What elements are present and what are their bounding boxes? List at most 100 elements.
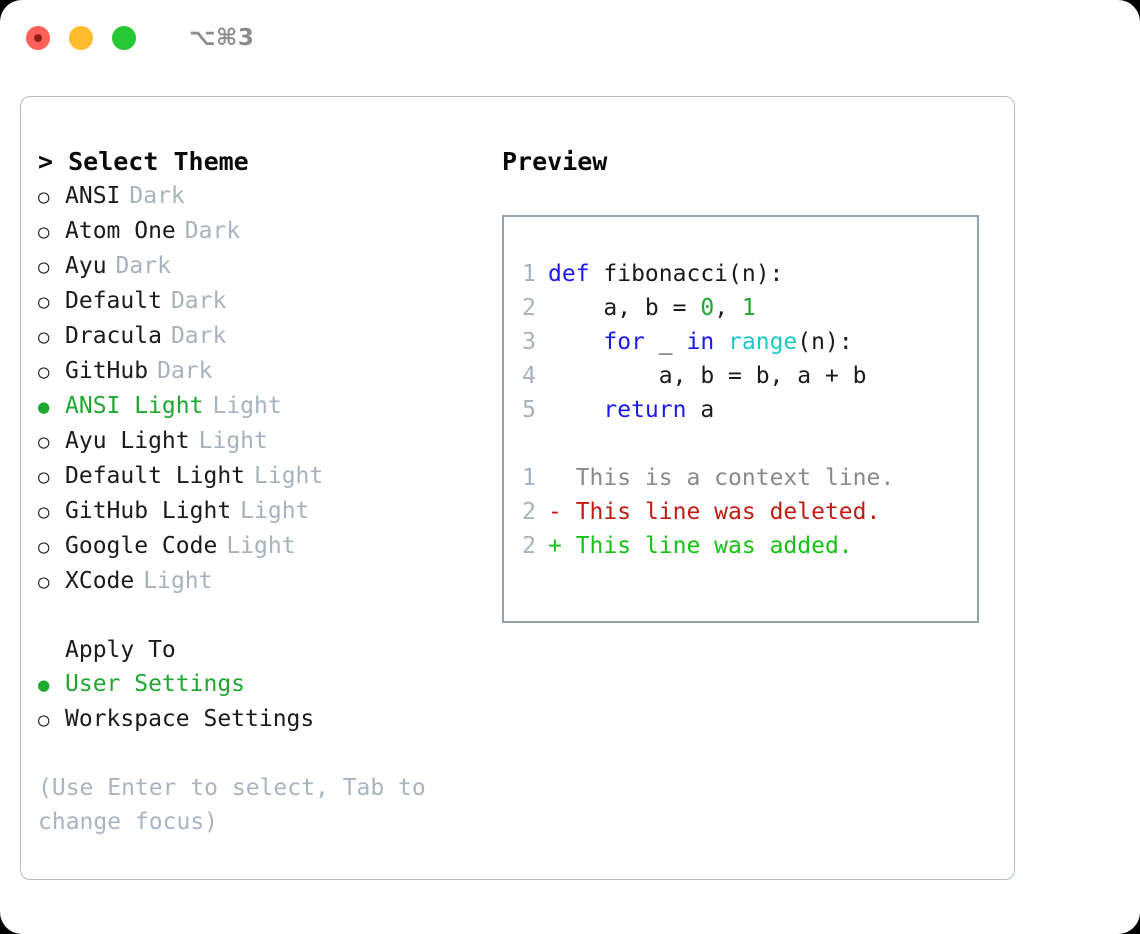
theme-option-label: Atom One	[65, 218, 176, 244]
diff-sample: 1 This is a context line.2- This line wa…	[504, 461, 977, 563]
code-line: 4 a, b = b, a + b	[504, 359, 977, 393]
theme-option-variant-tag: Dark	[170, 323, 227, 349]
line-number: 1	[522, 261, 536, 287]
code-line: 1 def fibonacci(n):	[504, 257, 977, 291]
theme-option-label: Dracula	[65, 323, 162, 349]
theme-option-dracula[interactable]: ○ Dracula Dark	[38, 319, 491, 354]
code-token-plain: a, b =	[548, 295, 701, 321]
theme-option-variant-tag: Dark	[184, 218, 241, 244]
keyboard-shortcut-label: ⌥⌘3	[189, 24, 255, 51]
apply-to-option-label: User Settings	[65, 671, 246, 697]
apply-to-option-label: Workspace Settings	[65, 706, 315, 732]
theme-option-label: ANSI Light	[65, 393, 204, 419]
code-token-kw: return	[603, 397, 687, 423]
diff-line-context: 1 This is a context line.	[504, 461, 977, 495]
radio-selected-icon: ●	[38, 396, 50, 418]
theme-option-ansi[interactable]: ○ ANSI Dark	[38, 179, 491, 214]
theme-option-label: Ayu	[65, 253, 107, 279]
line-number: 1	[522, 465, 536, 491]
theme-option-default-light[interactable]: ○ Default Light Light	[38, 459, 491, 494]
code-token-kw: for	[603, 329, 645, 355]
diff-line-text: This line was deleted.	[561, 499, 881, 525]
minimize-button[interactable]	[69, 26, 93, 50]
diff-line-deleted: 2- This line was deleted.	[504, 495, 977, 529]
spacer	[504, 427, 977, 461]
radio-unselected-icon: ○	[38, 221, 50, 243]
code-line-content: for _ in range(n):	[548, 325, 852, 359]
spacer	[38, 599, 491, 633]
radio-unselected-icon: ○	[38, 291, 50, 313]
theme-option-atom-one[interactable]: ○ Atom One Dark	[38, 214, 491, 249]
radio-unselected-icon: ○	[38, 361, 50, 383]
preview-title: Preview	[502, 147, 608, 176]
title-bar: ⌥⌘3	[0, 0, 1140, 76]
keyboard-hint: (Use Enter to select, Tab to change focu…	[38, 775, 440, 835]
theme-option-variant-tag: Light	[212, 393, 282, 419]
theme-option-variant-tag: Light	[143, 568, 213, 594]
page-title: > Select Theme	[38, 147, 249, 176]
radio-selected-icon: ●	[38, 674, 50, 696]
line-number: 2	[522, 499, 536, 525]
diff-line-text: This is a context line.	[561, 465, 895, 491]
radio-unselected-icon: ○	[38, 256, 50, 278]
theme-option-google-code[interactable]: ○ Google Code Light	[38, 529, 491, 564]
theme-option-label: XCode	[65, 568, 135, 594]
theme-option-default[interactable]: ○ Default Dark	[38, 284, 491, 319]
apply-to-option-user-settings[interactable]: ● User Settings	[38, 667, 491, 702]
theme-option-label: Default	[65, 288, 162, 314]
radio-unselected-icon: ○	[38, 431, 50, 453]
diff-marker	[548, 461, 562, 495]
theme-option-variant-tag: Light	[226, 533, 296, 559]
line-number: 3	[522, 329, 536, 355]
theme-option-xcode[interactable]: ○ XCode Light	[38, 564, 491, 599]
radio-unselected-icon: ○	[38, 709, 50, 731]
theme-option-label: GitHub Light	[65, 498, 232, 524]
code-line-content: a, b = b, a + b	[548, 359, 867, 393]
code-token-fn: range	[728, 329, 798, 355]
theme-option-label: Google Code	[65, 533, 218, 559]
theme-option-label: ANSI	[65, 183, 121, 209]
close-button[interactable]	[26, 26, 50, 50]
line-number: 2	[522, 533, 536, 559]
theme-option-variant-tag: Light	[254, 463, 324, 489]
line-number: 5	[522, 397, 536, 423]
code-token-num: 1	[741, 295, 756, 321]
line-number: 4	[522, 363, 536, 389]
maximize-button[interactable]	[112, 26, 136, 50]
code-token-kw: def	[548, 261, 604, 287]
code-token-plain: fibonacci(n):	[603, 261, 784, 287]
theme-option-label: Default Light	[65, 463, 246, 489]
code-line: 2 a, b = 0, 1	[504, 291, 977, 325]
radio-unselected-icon: ○	[38, 186, 50, 208]
window-controls	[26, 26, 136, 50]
apply-to-list: ● User Settings ○ Workspace Settings	[38, 667, 491, 737]
code-line-content: return a	[548, 393, 714, 427]
code-line: 5 return a	[504, 393, 977, 427]
radio-unselected-icon: ○	[38, 571, 50, 593]
diff-marker: -	[548, 499, 562, 525]
radio-unselected-icon: ○	[38, 466, 50, 488]
apply-to-option-workspace-settings[interactable]: ○ Workspace Settings	[38, 702, 491, 737]
radio-unselected-icon: ○	[38, 536, 50, 558]
code-token-plain	[548, 329, 603, 355]
theme-option-variant-tag: Light	[240, 498, 310, 524]
diff-line-added: 2+ This line was added.	[504, 529, 977, 563]
code-line-content: def fibonacci(n):	[548, 257, 783, 291]
theme-option-ansi-light[interactable]: ● ANSI Light Light	[38, 389, 491, 424]
theme-option-variant-tag: Dark	[157, 358, 213, 384]
theme-option-variant-tag: Light	[198, 428, 268, 454]
theme-option-variant-tag: Dark	[129, 183, 185, 209]
radio-unselected-icon: ○	[38, 326, 50, 348]
line-number: 2	[522, 295, 536, 321]
code-line: 3 for _ in range(n):	[504, 325, 977, 359]
theme-option-variant-tag: Dark	[170, 288, 227, 314]
